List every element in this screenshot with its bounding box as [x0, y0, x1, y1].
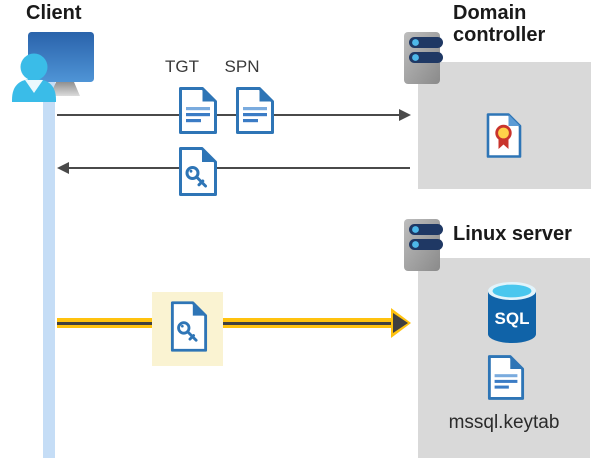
response-arrow-line	[69, 167, 410, 169]
spn-label: SPN	[224, 57, 260, 76]
client-label: Client	[26, 2, 82, 24]
ticket-arrow-head-inner-icon	[393, 313, 408, 333]
spn-document-icon	[235, 87, 275, 134]
linux-server-server-icon	[402, 217, 446, 273]
sql-database-icon: SQL	[485, 281, 539, 345]
linux-server-title: Linux server	[453, 223, 572, 245]
response-arrow-head-icon	[57, 162, 69, 174]
ticket-arrow-core-line	[57, 321, 392, 325]
domain-controller-server-icon	[402, 30, 446, 86]
domain-controller-title: Domain controller	[453, 2, 546, 46]
client-user-monitor-icon	[10, 30, 100, 102]
keytab-filename-label: mssql.keytab	[448, 412, 560, 433]
request-arrow-line	[57, 114, 400, 116]
service-ticket-key-document-icon	[170, 301, 208, 352]
request-arrow-head-icon	[399, 109, 411, 121]
certificate-icon	[486, 113, 522, 158]
client-lifeline-bar	[43, 80, 55, 458]
sql-badge-text: SQL	[495, 309, 530, 328]
tgt-label: TGT	[165, 57, 199, 76]
keytab-document-icon	[487, 353, 525, 402]
ticket-key-document-icon	[178, 147, 218, 196]
tgt-document-icon	[178, 87, 218, 134]
